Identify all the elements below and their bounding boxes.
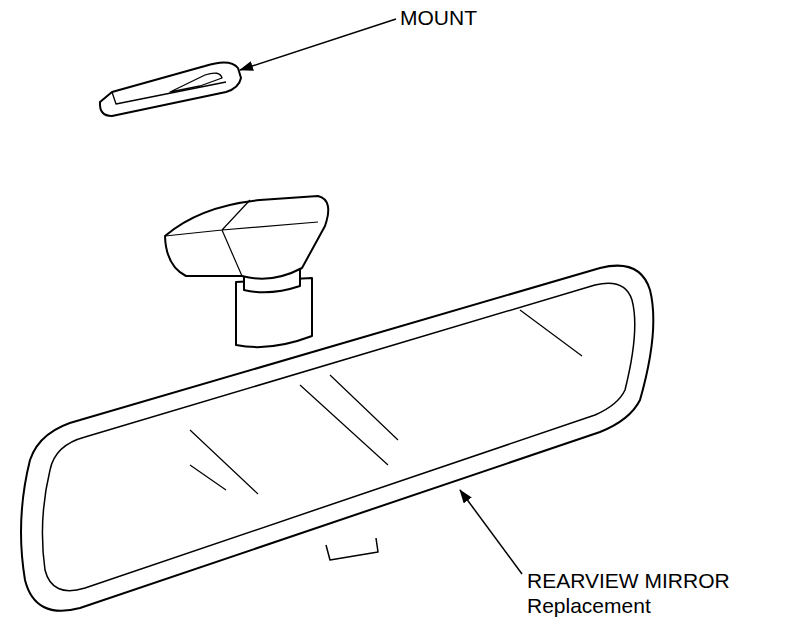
part-name: MOUNT xyxy=(398,6,479,30)
note-text: Replacement xyxy=(525,594,653,618)
part-name: REARVIEW MIRROR xyxy=(525,569,732,593)
mount-part xyxy=(100,62,241,116)
mirror-part xyxy=(21,196,653,611)
leader-line xyxy=(240,19,396,70)
leader-line xyxy=(460,490,522,574)
